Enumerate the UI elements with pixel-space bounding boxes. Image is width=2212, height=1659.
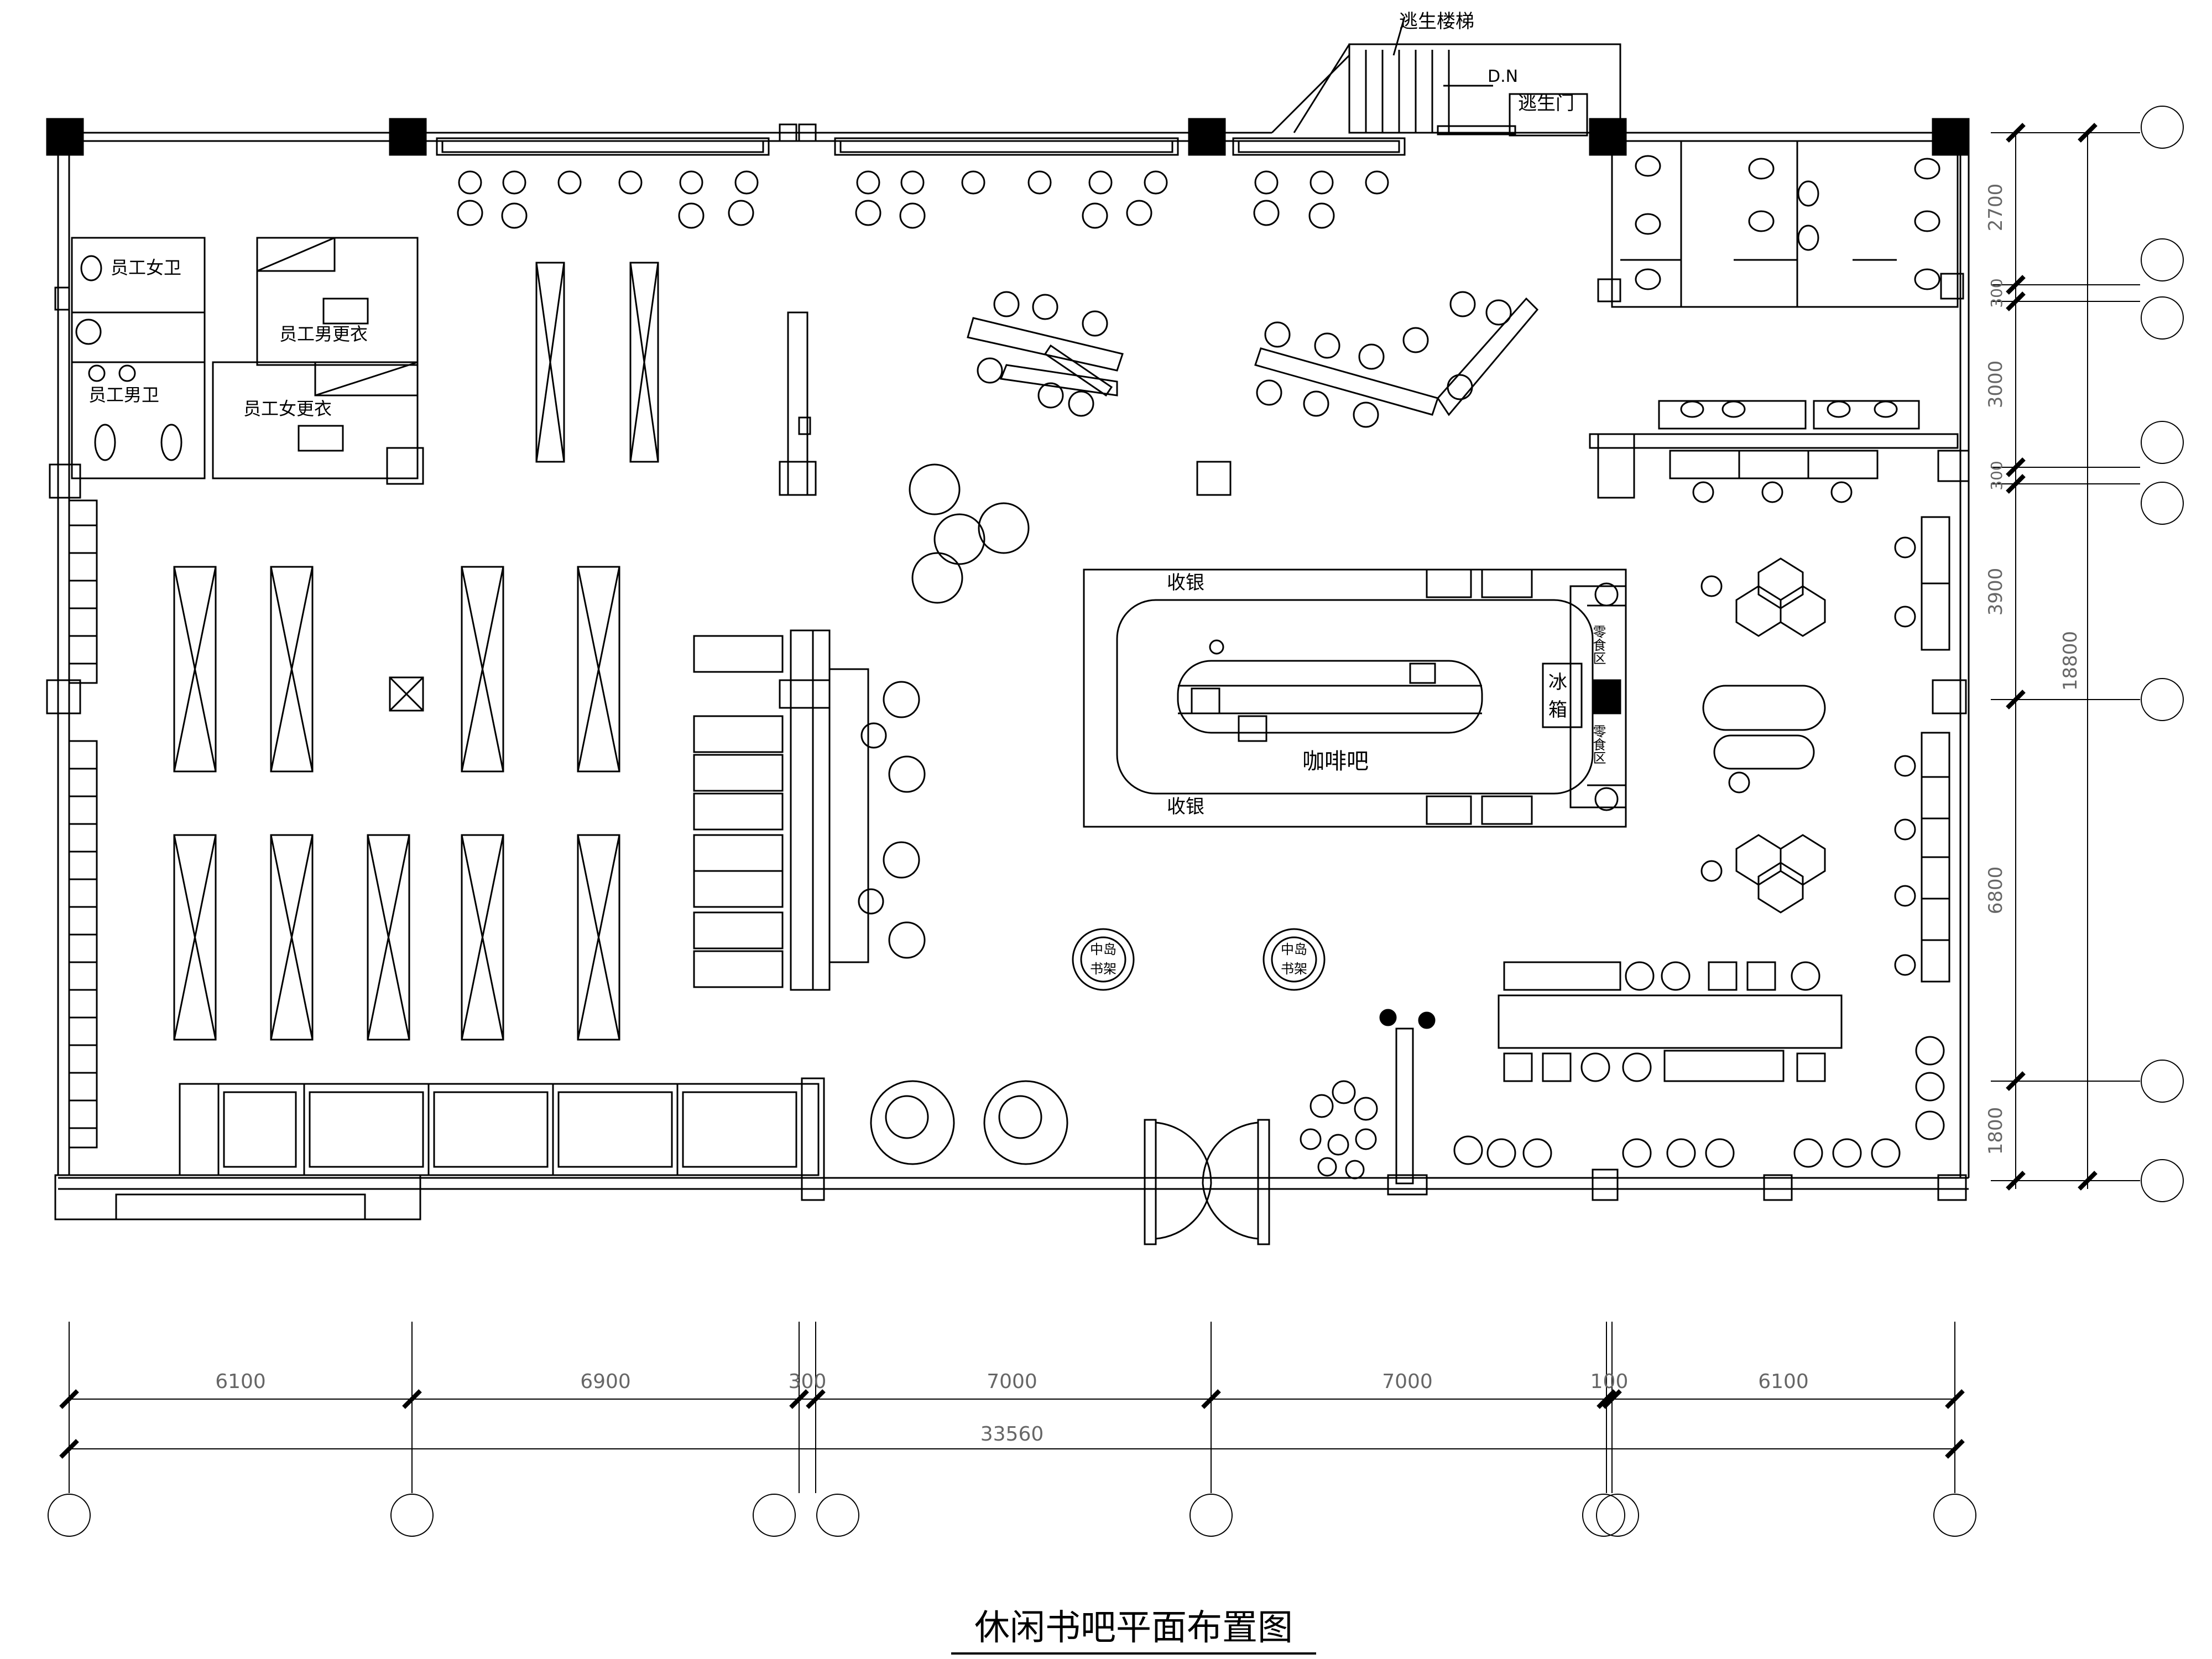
label-fridge-1: 冰 [1548,671,1567,693]
label-island-shelf-a-2: 书架 [1090,961,1117,977]
swivel-chairs [870,1080,1068,1165]
label-coffee-bar: 咖啡吧 [1302,749,1369,774]
axis-bubbles [48,106,2184,1537]
dimension-lines [59,123,2140,1493]
coffee-bar [1083,568,1627,828]
dim-v-5: 3900 [1985,568,2007,616]
label-cashier-bottom: 收银 [1167,796,1204,818]
label-fridge-2: 箱 [1548,699,1567,721]
dim-h-1: 6100 [215,1370,266,1393]
label-staff-female-changing: 员工女更衣 [243,398,332,419]
label-island-shelf-a-1: 中岛 [1090,942,1117,957]
drawing-title: 休闲书吧平面布置图 [974,1608,1293,1648]
label-down-mark: D.N [1488,67,1518,86]
top-window-counters [436,123,1406,229]
planter-tree [1300,1009,1436,1196]
dim-h-overall: 33560 [980,1423,1044,1446]
dim-h-2: 6900 [580,1370,631,1393]
island-shelves [1072,928,1326,991]
label-snack-top: 零食区 [1590,625,1606,665]
dim-v-1: 2700 [1985,184,2007,232]
label-escape-stair: 逃生楼梯 [1399,11,1474,33]
communal-tables [967,291,1539,428]
public-toilets [1589,140,1970,503]
dim-h-5: 7000 [1382,1370,1433,1393]
label-snack-bottom: 零食区 [1590,724,1606,764]
dim-v-4: 300 [1987,461,2006,490]
staff-area [49,237,424,499]
dim-v-7: 1800 [1985,1107,2007,1155]
dim-v-2: 300 [1987,278,2006,307]
center-booths [693,629,926,991]
bar-counters [1453,961,1967,1201]
label-staff-male-wc: 员工男卫 [88,384,159,405]
bookshelves [173,262,817,1041]
label-island-shelf-b-1: 中岛 [1281,942,1307,957]
right-seating [1700,516,1967,1140]
dimension-labels: 6100 6900 300 7000 7000 100 6100 33560 2… [215,184,2081,1446]
lounge-chairs [909,461,1232,604]
bottom-bench-row [179,1077,825,1201]
escape-stair [1271,16,1621,137]
dim-v-3: 3000 [1985,361,2007,409]
room-labels: 员工女卫 员工男更衣 员工男卫 员工女更衣 逃生楼梯 逃生门 D.N 收银 收银… [88,11,1606,977]
dim-h-6: 100 [1590,1370,1629,1393]
label-staff-female-wc: 员工女卫 [111,257,181,278]
dim-h-7: 6100 [1758,1370,1809,1393]
columns [46,118,1970,714]
dim-h-4: 7000 [987,1370,1037,1393]
label-escape-door: 逃生门 [1518,92,1574,114]
entrance-doors [1144,1119,1270,1245]
dim-v-6: 6800 [1985,867,2007,915]
label-island-shelf-b-2: 书架 [1281,961,1307,977]
left-wall-booths [46,499,98,1149]
dim-h-3: 300 [789,1370,827,1393]
label-staff-male-changing: 员工男更衣 [279,324,368,345]
dim-v-overall: 18800 [2059,631,2081,691]
label-cashier-top: 收银 [1167,572,1204,594]
